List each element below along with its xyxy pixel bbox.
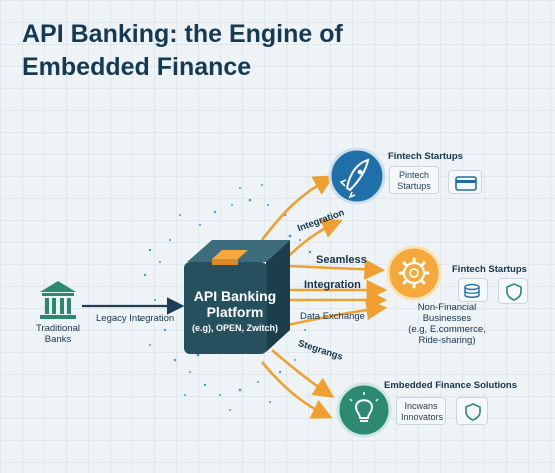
arrow-to-top-node	[260, 175, 335, 241]
top-node-heading: Fintech Startups	[388, 151, 463, 162]
bottom-node-card: Incwans Innovators	[396, 397, 446, 425]
arrow-to-bottom-node	[260, 361, 333, 419]
credit-card-icon	[448, 170, 482, 194]
particle-dots	[139, 184, 312, 411]
arrow-label-data-exchange: Data Exchange	[300, 311, 365, 322]
middle-sub-line-1: Non-Financial	[417, 302, 477, 313]
bottom-node-heading: Embedded Finance Solutions	[384, 380, 518, 391]
bottom-node-card-line-2: Innovators	[401, 412, 444, 422]
middle-node-subtitle: Non-Financial Businesses (e.g, E.commerc…	[402, 302, 492, 346]
api-platform-cube	[184, 240, 290, 354]
legacy-integration-label: Legacy Integration	[96, 313, 175, 324]
shield-icon	[456, 397, 488, 425]
top-node-card-line-1: Pintech	[398, 170, 430, 180]
credit-card-icon-svg	[455, 176, 477, 191]
arrow-data-exchange	[287, 299, 388, 327]
lightbulb-icon	[336, 382, 392, 438]
middle-sub-line-3: (e.g, E.commerce,	[408, 324, 486, 335]
arrow-seamless	[287, 258, 386, 280]
platform-line-1: API Banking	[193, 288, 277, 304]
gear-icon	[386, 245, 442, 301]
traditional-banks-label: Traditional Banks	[34, 323, 82, 345]
arrow-label-seamless: Seamless	[316, 254, 367, 266]
bottom-shield-icon-svg	[465, 403, 481, 421]
arrow-stegrangs	[271, 349, 335, 398]
coin-stack-icon	[458, 278, 488, 302]
traditional-banks-line-2: Banks	[44, 334, 72, 345]
middle-sub-line-2: Businesses	[422, 313, 472, 324]
arrow-label-integration: Integration	[304, 279, 361, 291]
coin-stack-icon-svg	[464, 283, 480, 298]
bank-icon	[40, 281, 76, 319]
shield-icon	[498, 278, 528, 304]
platform-label: API Banking Platform (e.g), OPEN, Zwitch…	[183, 288, 287, 333]
rocket-icon	[328, 147, 386, 205]
top-node-card-line-2: Startups	[397, 181, 431, 191]
middle-node-heading: Fintech Startups	[452, 264, 527, 275]
platform-line-2: Platform	[206, 304, 264, 320]
title-line-1: API Banking: the Engine of	[22, 20, 343, 48]
page-title: API Banking: the Engine of Embedded Fina…	[22, 18, 382, 84]
bottom-node-card-line-1: Incwans	[404, 401, 438, 411]
platform-line-3: (e.g), OPEN, Zwitch)	[191, 323, 278, 333]
shield-icon-svg	[506, 283, 522, 301]
middle-sub-line-4: Ride-sharing)	[418, 335, 476, 346]
title-line-2: Embedded Finance	[22, 53, 252, 81]
traditional-banks-line-1: Traditional	[35, 323, 80, 334]
top-node-card: Pintech Startups	[389, 166, 439, 194]
